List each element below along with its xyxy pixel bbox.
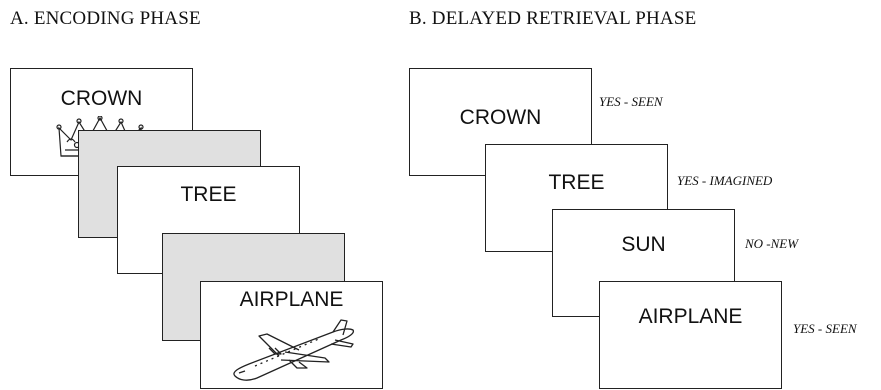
- encoding-phase-title: A. ENCODING PHASE: [10, 8, 201, 29]
- airplane-icon: [233, 319, 355, 381]
- response-crown: YES - SEEN: [599, 94, 663, 109]
- retrieval-word-sun: SUN: [621, 233, 666, 256]
- retrieval-word-tree: TREE: [548, 171, 605, 194]
- retrieval-phase-title: B. DELAYED RETRIEVAL PHASE: [409, 8, 697, 29]
- response-tree: YES - IMAGINED: [677, 173, 773, 188]
- response-airplane: YES - SEEN: [793, 321, 857, 336]
- encoding-word-tree: TREE: [180, 183, 237, 206]
- retrieval-card-airplane: AIRPLANE: [599, 281, 782, 389]
- retrieval-word-crown: CROWN: [459, 106, 542, 129]
- encoding-card-airplane: AIRPLANE: [200, 281, 383, 389]
- encoding-word-crown: CROWN: [60, 87, 143, 110]
- response-sun: NO -NEW: [745, 236, 799, 251]
- encoding-word-airplane: AIRPLANE: [239, 288, 344, 311]
- retrieval-word-airplane: AIRPLANE: [638, 305, 743, 328]
